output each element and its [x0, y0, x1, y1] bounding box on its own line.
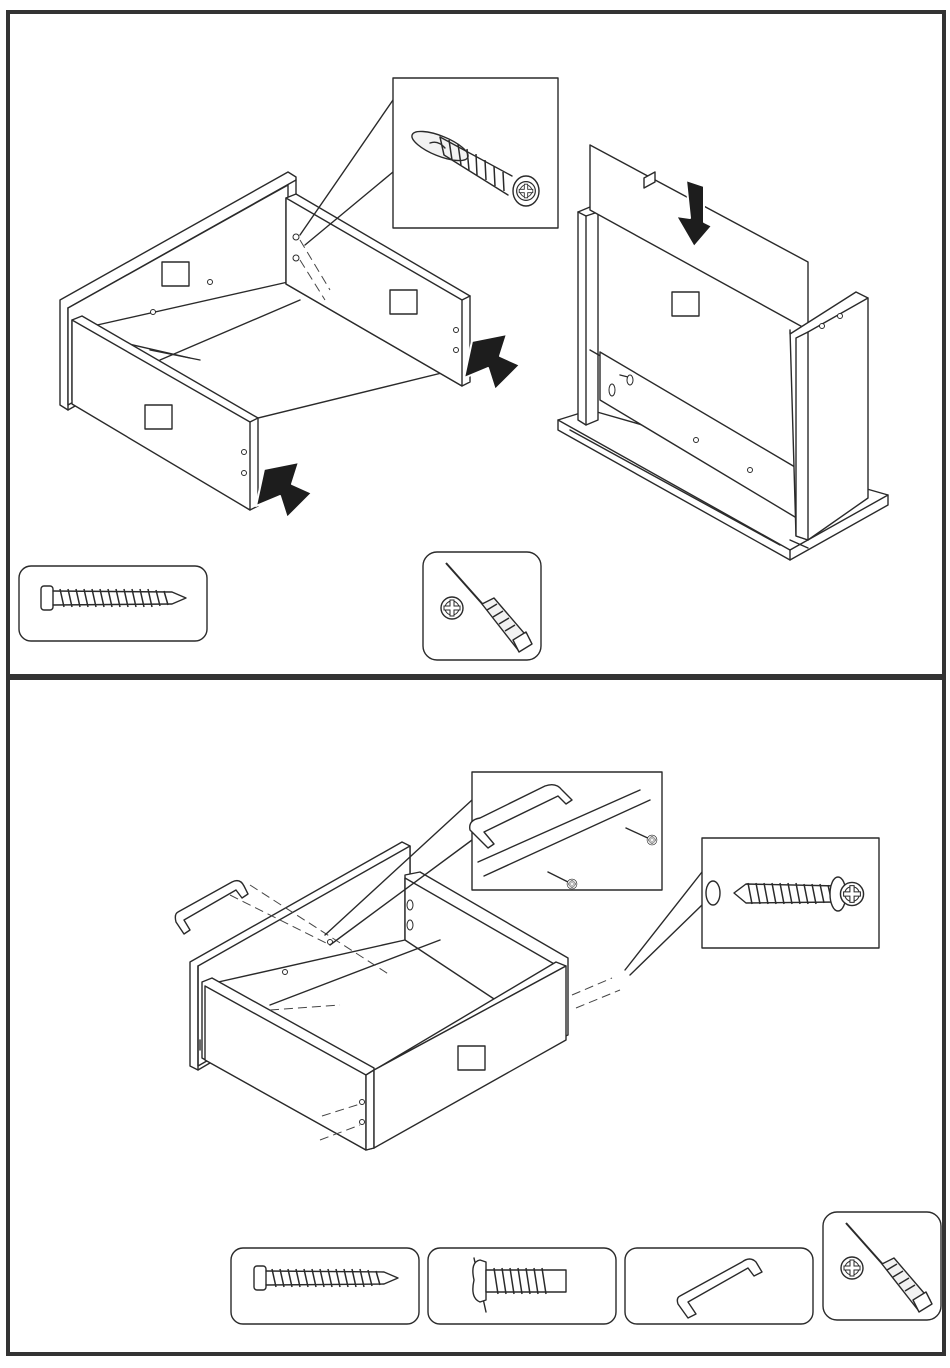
part-label-box: [458, 1046, 485, 1070]
step-2-screw-box: [231, 1248, 419, 1324]
part-label-box: [145, 405, 172, 429]
step-2-handle-screw-box: [428, 1248, 616, 1324]
step-1-screw-box: [19, 566, 207, 641]
step-2-screwdriver-box: [823, 1212, 941, 1320]
push-arrow-icon: [256, 462, 312, 518]
push-arrow-icon: [464, 334, 520, 390]
wood-screw-callout: [625, 838, 879, 975]
part-label-box: [390, 290, 417, 314]
part-label-box: [672, 292, 699, 316]
handle-icon: [175, 881, 248, 934]
step-1-back-panel-insertion: [558, 145, 888, 560]
step-2-handle-box: [625, 1248, 813, 1324]
part-label-box: [162, 262, 189, 286]
step-1-screwdriver-box: [423, 552, 541, 660]
